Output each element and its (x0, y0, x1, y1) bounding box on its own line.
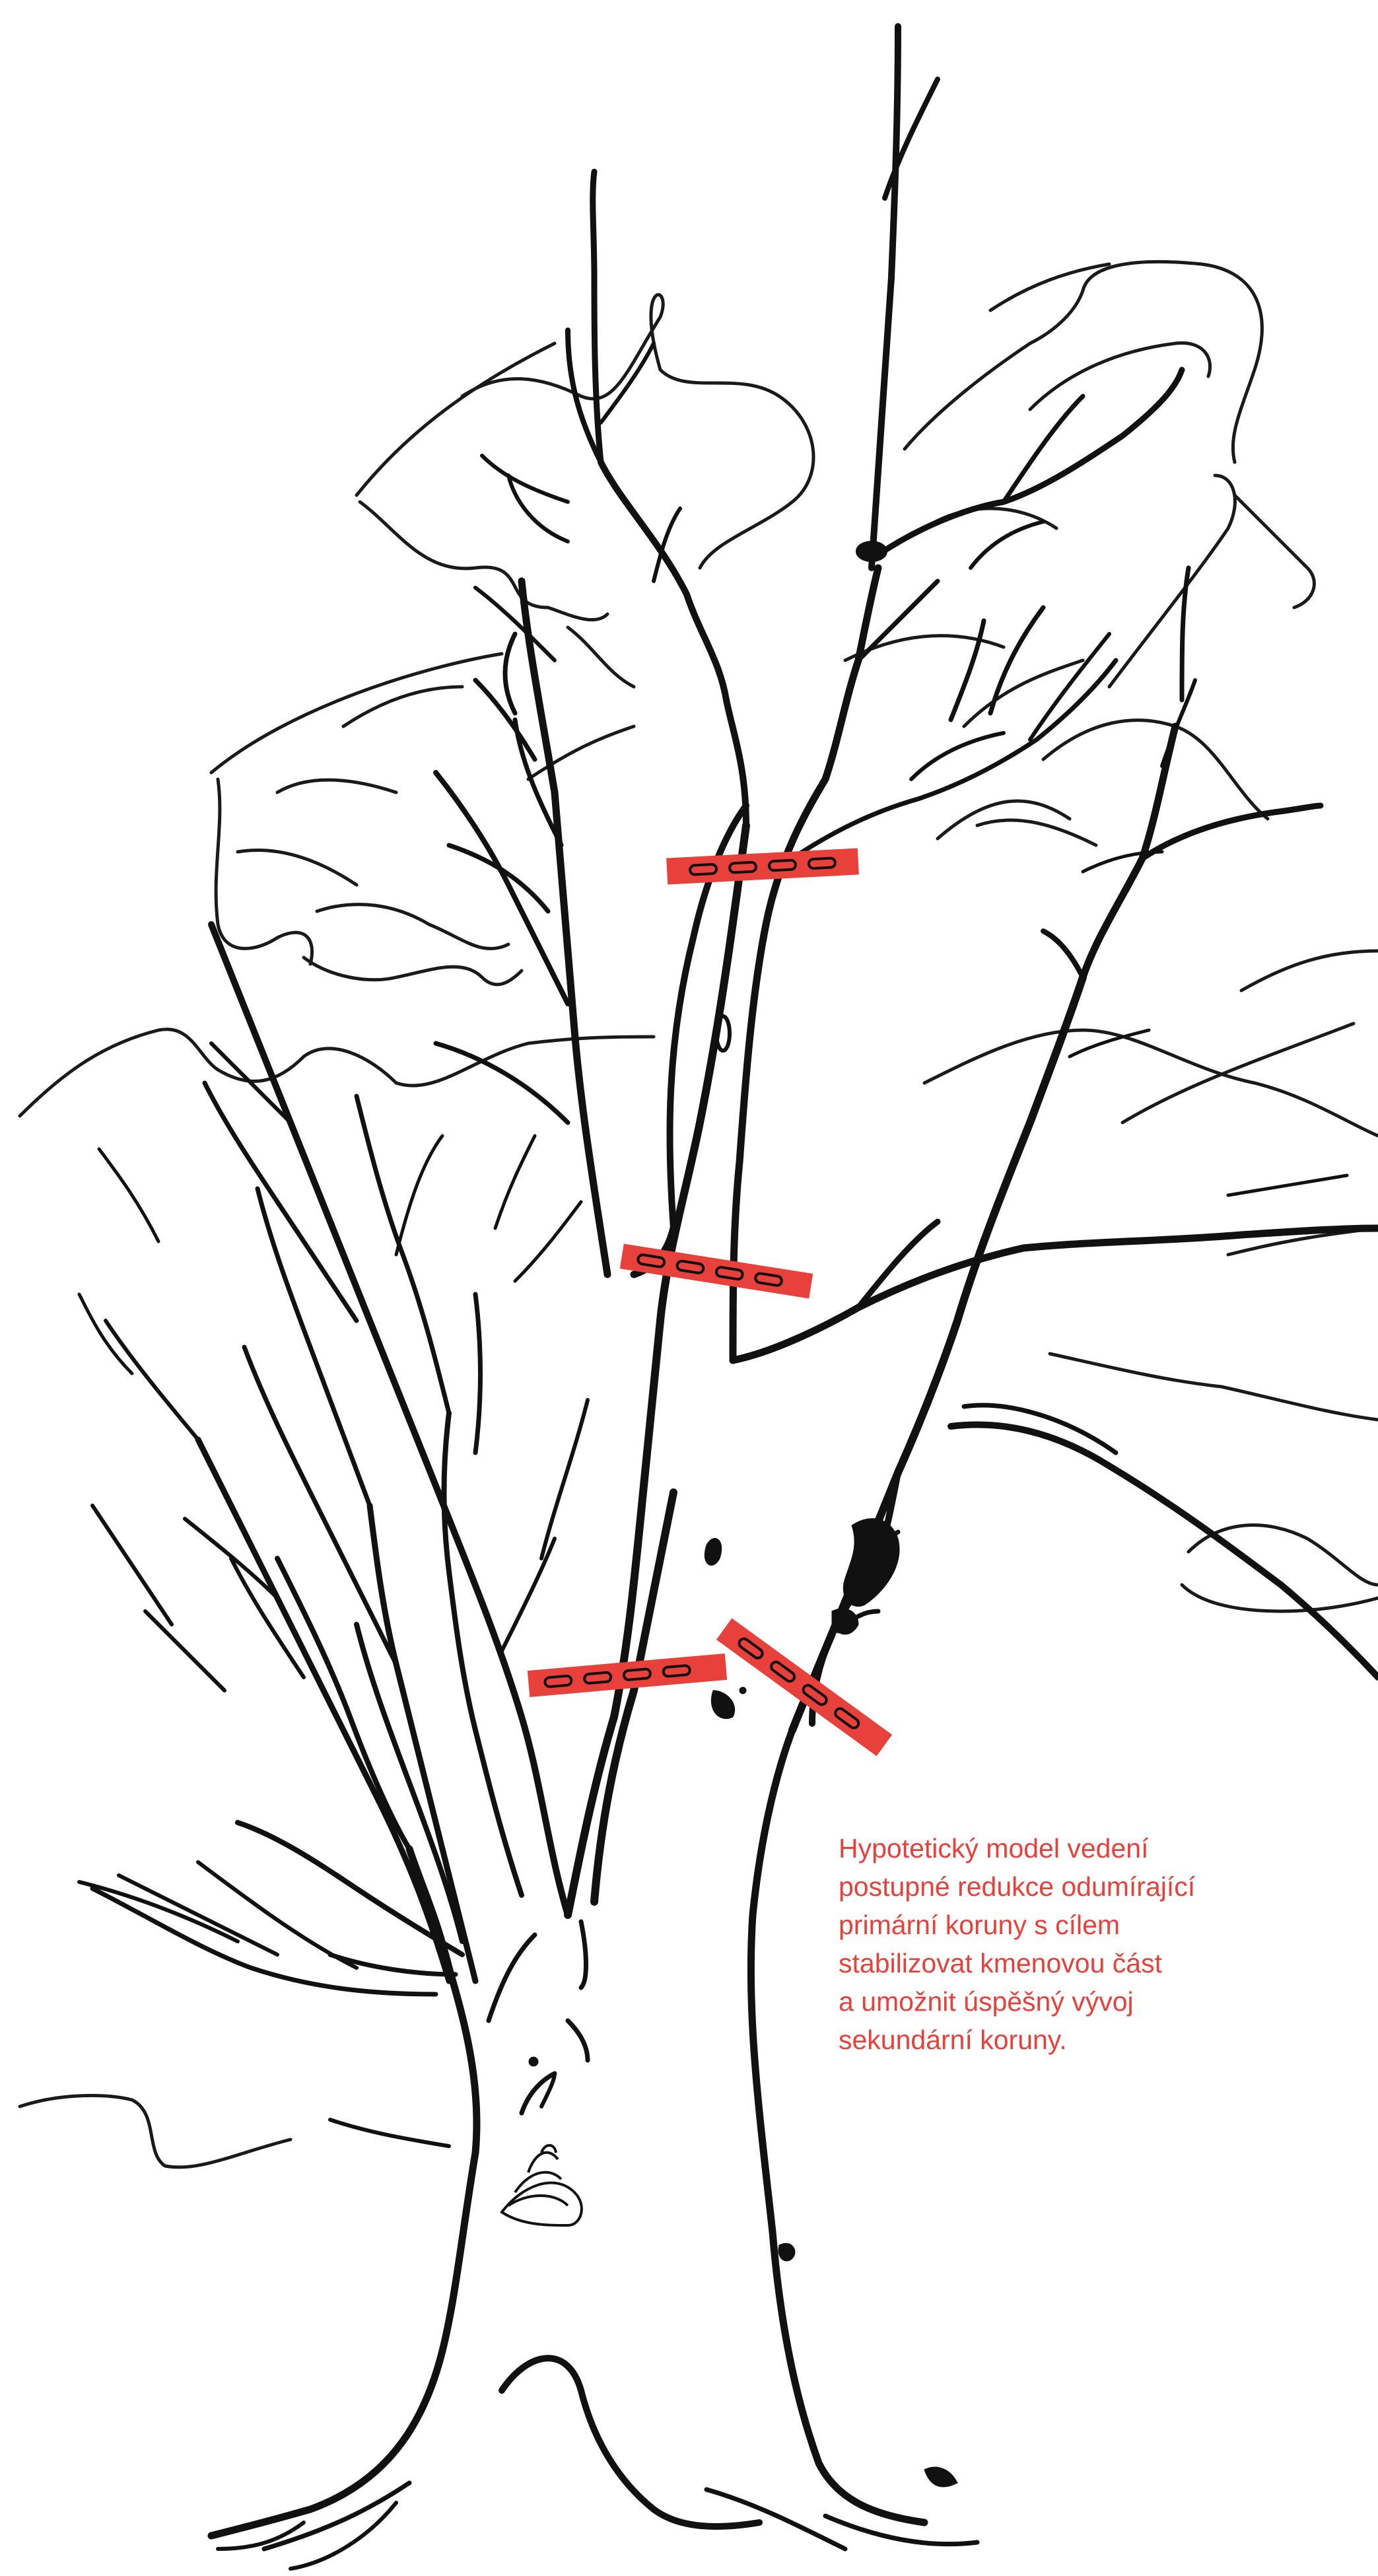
bracket-fungus (502, 2145, 582, 2225)
caption-line: primární koruny s cílem (839, 1906, 1301, 1944)
cut-marker (620, 1244, 813, 1299)
tree-structure (79, 26, 1378, 2569)
caption-line: a umožnit úspěšný vývoj (839, 1982, 1301, 2021)
caption-line: postupné redukce odumírající (839, 1867, 1301, 1906)
caption-line: Hypotetický model vedení (839, 1829, 1301, 1867)
caption: Hypotetický model vedení postupné redukc… (839, 1829, 1301, 2059)
caption-line: stabilizovat kmenovou část (839, 1944, 1301, 1982)
cut-marker (666, 848, 859, 884)
caption-line: sekundární koruny. (839, 2021, 1301, 2059)
